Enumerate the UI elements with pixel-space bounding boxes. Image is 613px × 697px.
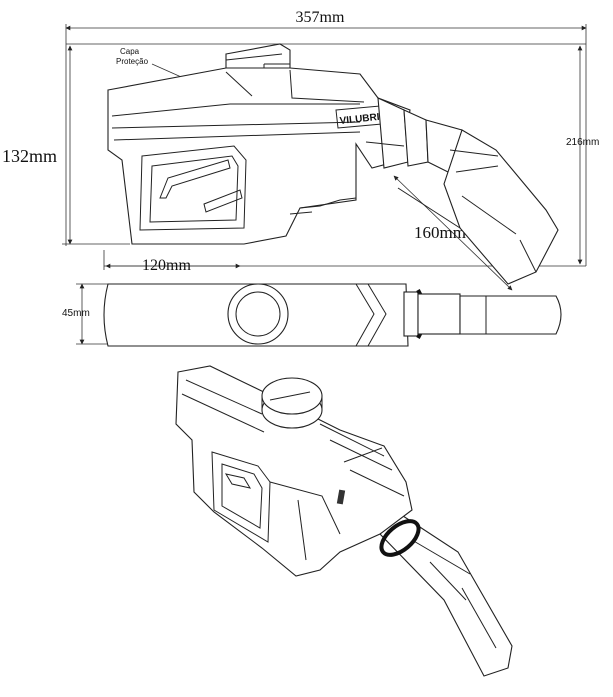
- dim-grip-length: 120mm: [142, 257, 191, 274]
- nozzle-perspective-view: [175, 365, 513, 677]
- dim-width: 45mm: [62, 308, 90, 319]
- brand-label: VILUBRI: [339, 112, 380, 127]
- nozzle-side-view: VILUBRI: [107, 43, 429, 245]
- cap-label-line2: Proteção: [116, 57, 149, 66]
- spout-side-view: [397, 119, 559, 285]
- dim-height: 132mm: [2, 146, 57, 166]
- dim-total-height: 216mm: [566, 137, 599, 148]
- dim-spout-length: 160mm: [414, 223, 466, 242]
- nozzle-top-view: [103, 283, 562, 347]
- dim-overall-length: 357mm: [296, 9, 345, 26]
- cap-label-line1: Capa: [120, 47, 140, 56]
